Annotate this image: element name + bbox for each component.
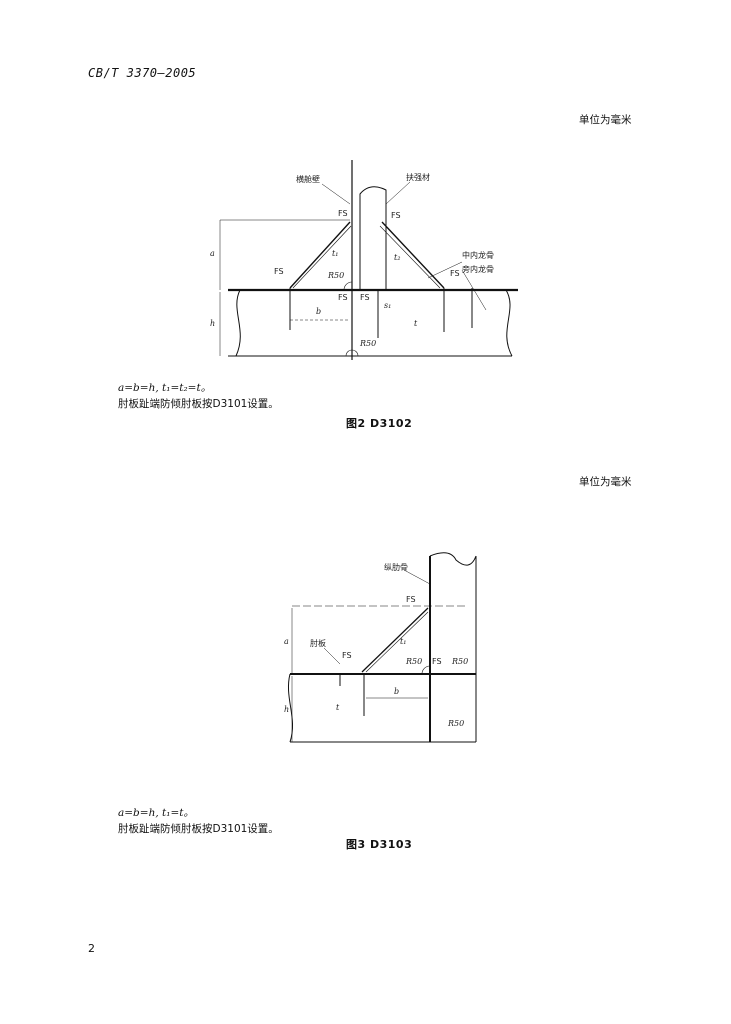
figure3-formula: a=b=h, t₁=t。 [118,807,194,819]
figure3-caption: 图3 D3103 [346,838,413,851]
standard-header: CB/T 3370—2005 [88,66,197,80]
figure3-note: 肘板趾端防倾肘板按D3101设置。 [118,823,279,835]
page-number: 2 [88,942,95,955]
label-fs-3: FS [274,267,284,276]
figure3-diagram: 纵肋骨 肘板 FS FS FS R50 R50 R50 a h b t t₁ [284,552,477,743]
label-h3: h [284,705,289,714]
label-face-plate: 肘板 [310,638,326,648]
label-fs-4: FS [450,269,460,278]
label-b3: b [394,687,399,696]
label-t1: t₁ [332,249,338,258]
label-r50-2: R50 [359,339,376,348]
label-r50-1: R50 [327,271,344,280]
figure2-formula: a=b=h, t₁=t₂=t。 [118,382,212,394]
label-h: h [210,319,215,328]
label-fs-2: FS [391,211,401,220]
figure2-caption: 图2 D3102 [346,417,413,430]
figure2-diagram: 横舱壁 扶强材 中内龙骨 旁内龙骨 FS FS FS FS FS FS R50 … [210,160,518,360]
label-keelson: 中内龙骨 [462,250,494,260]
label-t2: t₂ [394,253,400,262]
label-t3: t [336,703,340,712]
label-bulkhead: 横舱壁 [296,174,320,184]
label-r50-b: R50 [451,657,468,666]
figure2-note: 肘板趾端防倾肘板按D3101设置。 [118,398,279,410]
label-fs-6: FS [360,293,370,302]
label-fs-c: FS [432,657,442,666]
unit-note-fig2: 单位为毫米 [579,114,632,126]
label-s1: s₁ [384,301,391,310]
label-fs-a: FS [406,595,416,604]
label-r50-a: R50 [405,657,422,666]
unit-note-fig3: 单位为毫米 [579,476,632,488]
label-fs-5: FS [338,293,348,302]
label-stiffener: 扶强材 [406,172,430,182]
label-side-keelson: 旁内龙骨 [462,264,494,274]
label-b: b [316,307,321,316]
figure3-notes: a=b=h, t₁=t。 肘板趾端防倾肘板按D3101设置。 [118,805,279,837]
label-fs-1: FS [338,209,348,218]
label-t1-3: t₁ [400,637,406,646]
label-frame: 纵肋骨 [384,562,408,572]
figure2-notes: a=b=h, t₁=t₂=t。 肘板趾端防倾肘板按D3101设置。 [118,380,279,412]
label-fs-b: FS [342,651,352,660]
label-t: t [414,319,418,328]
label-a: a [210,249,215,258]
label-a3: a [284,637,289,646]
label-r50-c: R50 [447,719,464,728]
